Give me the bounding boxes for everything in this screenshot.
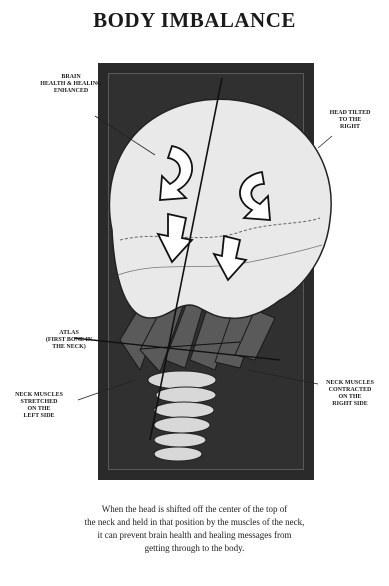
cervical-spine	[148, 371, 216, 461]
head-tilted-label: HEAD TILTED TO THE RIGHT	[318, 110, 382, 131]
brain-label: BRAIN HEALTH & HEALING ENHANCED	[38, 74, 104, 95]
neck-left-label: NECK MUSCLES STRETCHED ON THE LEFT SIDE	[4, 392, 74, 420]
neck-right-label: NECK MUSCLES CONTRACTED ON THE RIGHT SID…	[312, 380, 388, 408]
caption-line: When the head is shifted off the center …	[20, 503, 369, 516]
skull	[109, 99, 331, 318]
caption-line: it can prevent brain health and healing …	[20, 529, 369, 542]
atlas-label: ATLAS (FIRST BONE IN THE NECK)	[36, 330, 102, 351]
caption-text: When the head is shifted off the center …	[20, 503, 369, 555]
caption-line: getting through to the body.	[20, 542, 369, 555]
caption-line: the neck and held in that position by th…	[20, 516, 369, 529]
